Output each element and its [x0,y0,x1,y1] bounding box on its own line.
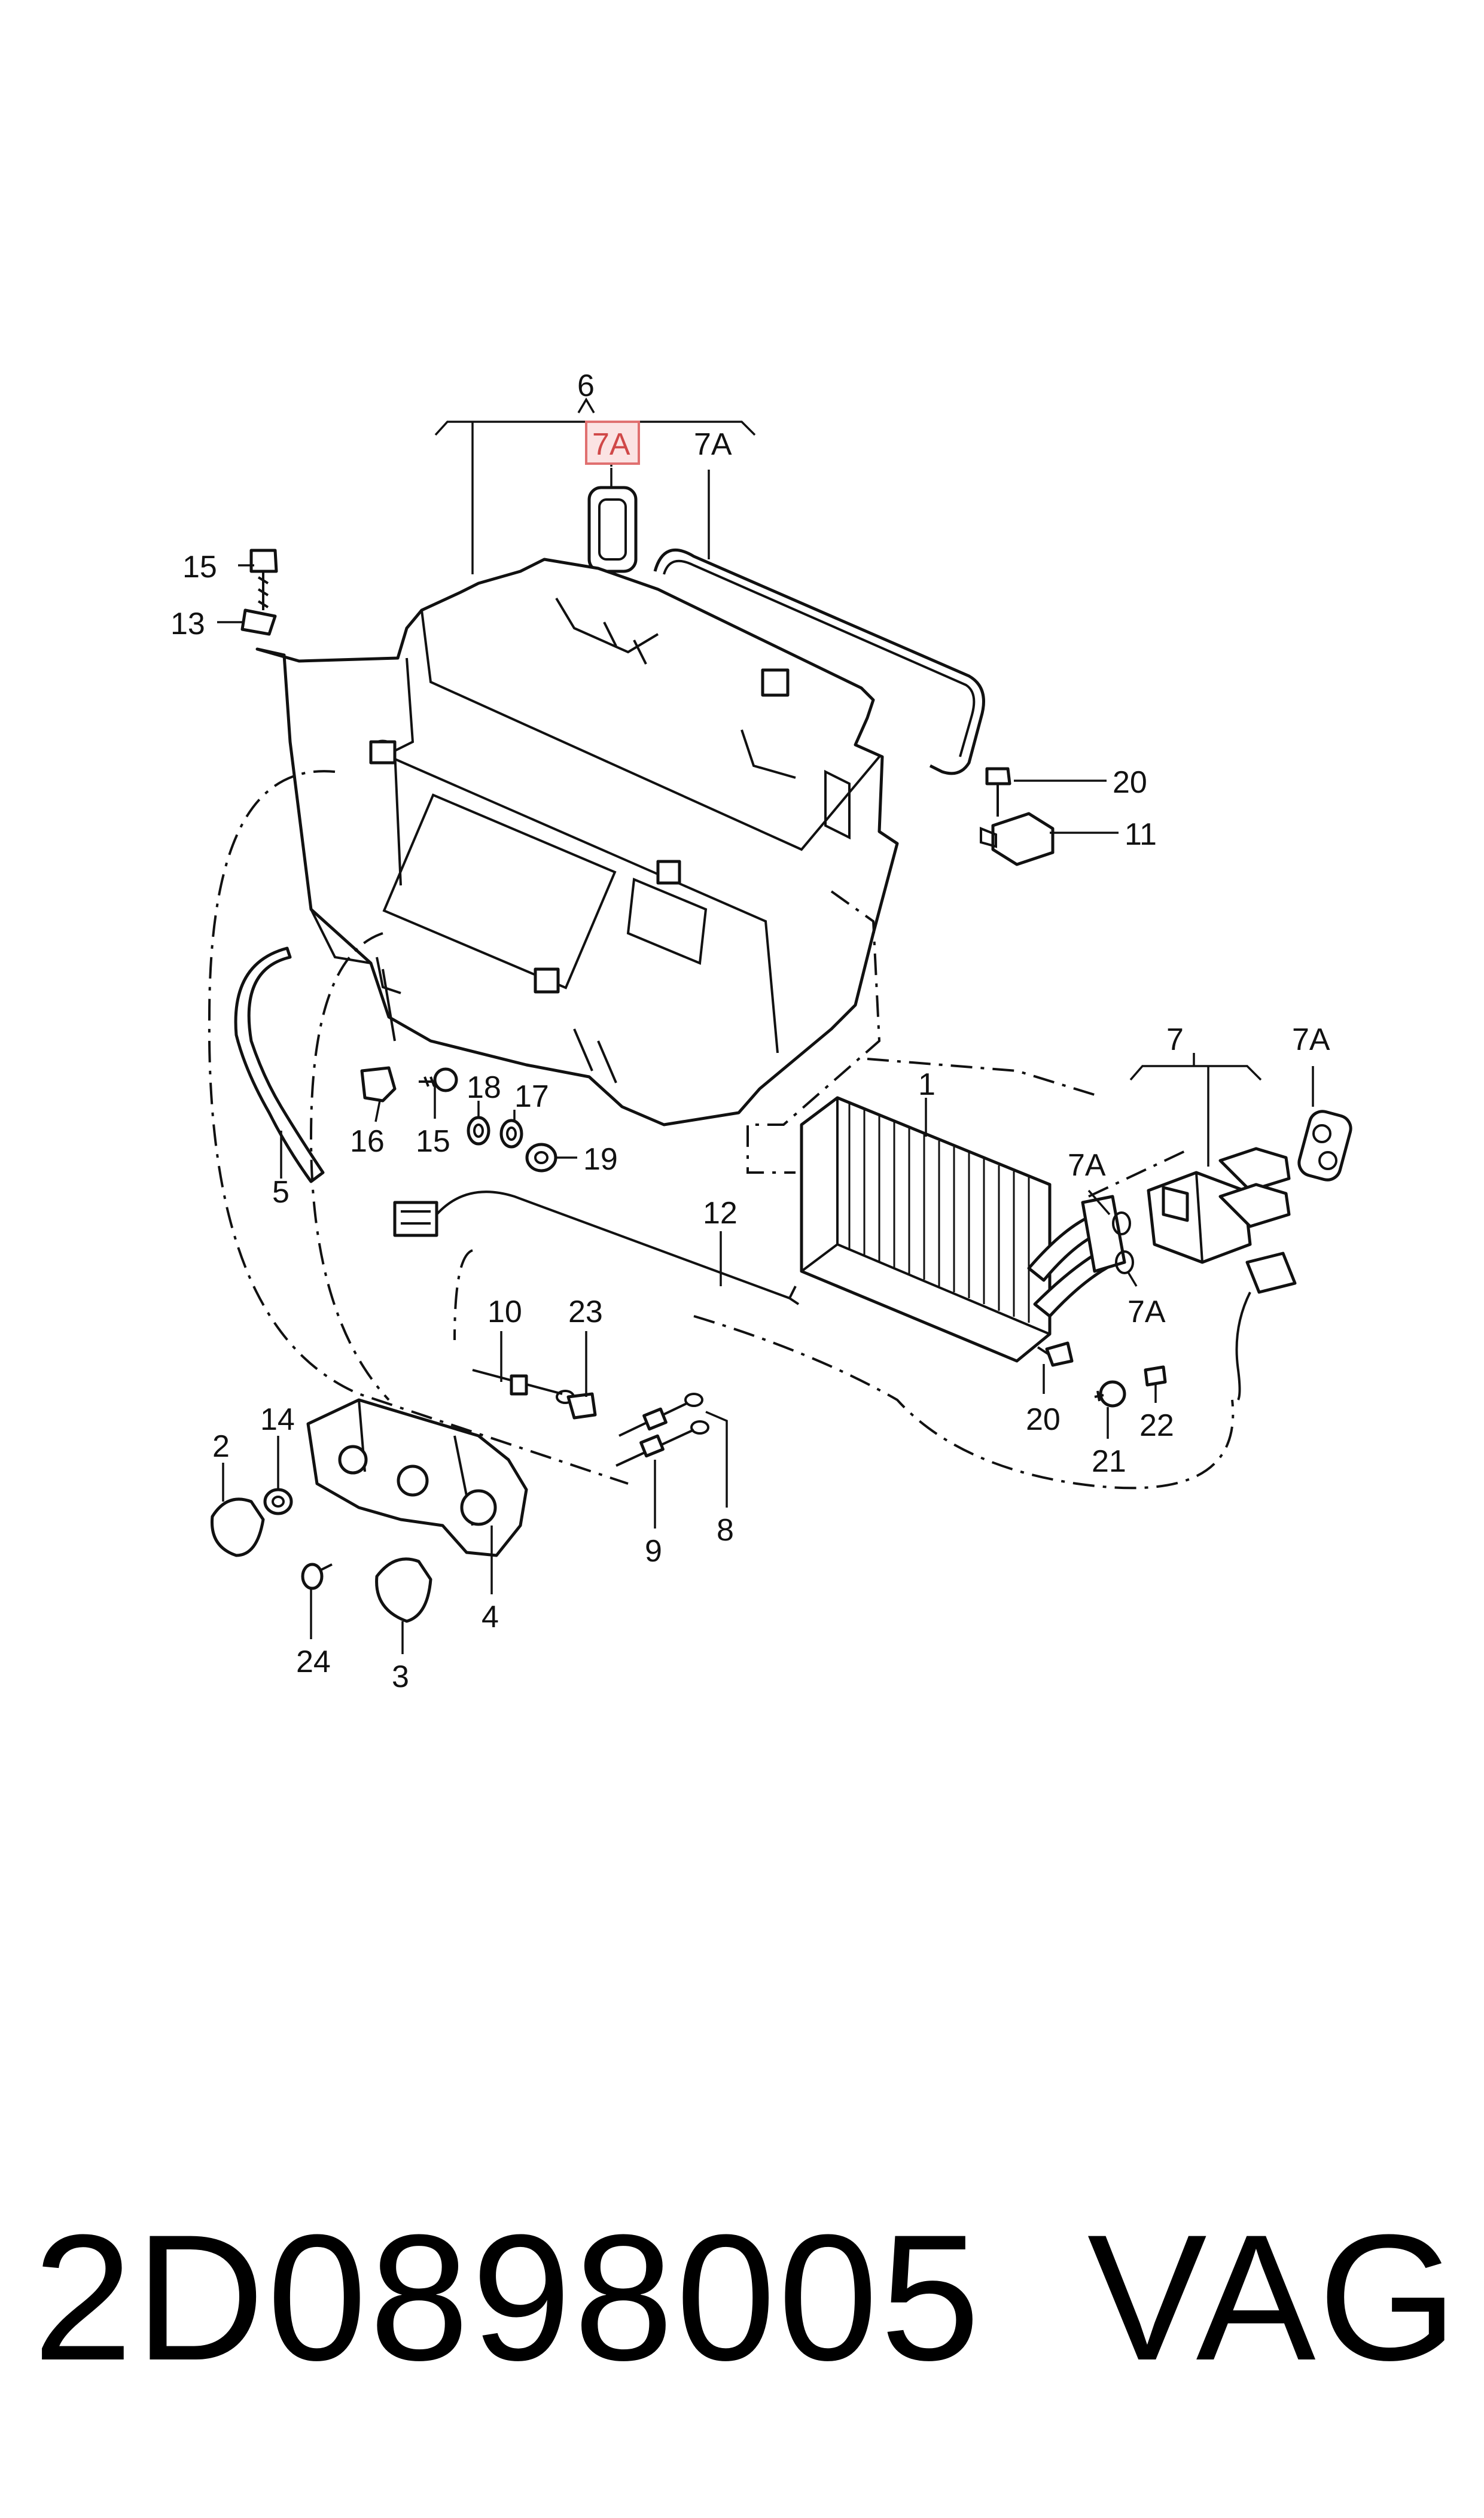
screw-21 [1094,1380,1126,1408]
callout-12: 12 [703,1196,738,1231]
callout-22: 22 [1139,1408,1174,1443]
knob-2 [211,1497,265,1557]
callout-24: 24 [296,1645,331,1679]
callout-16: 16 [350,1124,385,1159]
hose-5 [234,946,325,1183]
knob-3 [375,1557,432,1623]
screw-20-top [985,767,1011,817]
gasket-7a-small [587,486,638,573]
callout-9: 9 [645,1534,662,1569]
callout-10: 10 [487,1295,522,1329]
callout-7a-mid-right: 7A [1128,1295,1166,1329]
washer-17 [499,1119,523,1149]
clip-22 [1144,1365,1167,1387]
callout-7a-highlighted[interactable]: 7A [592,427,630,462]
part-number: 2D0898005 [33,2197,983,2398]
callout-11: 11 [1125,817,1157,852]
heat-exchanger-1 [800,1096,1126,1363]
callout-4: 4 [482,1600,499,1634]
callout-labels: 6 7A 7A 15 13 20 11 7 7A 1 7A 7A 18 17 1… [170,369,1330,1694]
brand-name: VAG [1087,2197,1460,2398]
bracket-11 [980,812,1055,866]
bolt-15-top [249,549,278,610]
o-rings-7a [1112,1211,1134,1274]
sensor-wire-9 [615,1420,709,1467]
callout-23: 23 [568,1295,603,1329]
heater-housing [255,558,899,1126]
control-panel-4 [306,1398,528,1557]
clip-16 [360,1066,397,1103]
expansion-valve-7 [1147,1147,1291,1264]
callout-13: 13 [170,607,205,641]
callout-7a-mid-left: 7A [1068,1148,1106,1183]
exchanger-fins [848,1104,1030,1323]
callout-3: 3 [392,1660,409,1694]
gasket-7a-right [1297,1110,1352,1182]
highlight-box-7a [585,421,640,465]
callout-18: 18 [467,1070,501,1105]
callout-7: 7 [1166,1022,1184,1057]
callout-14: 14 [260,1402,295,1437]
callout-15-mid: 15 [416,1124,450,1159]
sensor-wire-8 [618,1393,703,1437]
bulb-24 [301,1563,333,1590]
callout-8: 8 [717,1513,734,1548]
callout-21: 21 [1092,1444,1126,1479]
callout-20-top: 20 [1113,765,1147,800]
callout-17: 17 [514,1079,549,1114]
grommet-19 [525,1143,557,1173]
callout-2: 2 [212,1429,230,1464]
callout-1: 1 [918,1067,936,1102]
callout-6: 6 [577,369,595,403]
callout-7a-right: 7A [1292,1022,1330,1057]
screw-20-bottom [1037,1341,1074,1367]
mounting-clip-13 [240,608,277,636]
leader-lines [217,468,1314,1654]
callout-15-top: 15 [182,550,217,584]
clip-23 [566,1392,597,1420]
temp-sensor-10 [472,1369,575,1404]
wiring-harness-12 [393,1191,800,1305]
connector-right [1235,1252,1297,1400]
screw-15-mid [419,1067,458,1092]
callout-19: 19 [583,1142,618,1177]
washer-18 [467,1116,490,1146]
assembly-boundary-lines [208,770,1235,1490]
nut-14 [263,1488,293,1515]
callout-5: 5 [272,1175,290,1210]
callout-20-bottom: 20 [1026,1402,1061,1437]
callout-7a-top: 7A [694,427,732,462]
seal-7a-long [653,548,985,775]
